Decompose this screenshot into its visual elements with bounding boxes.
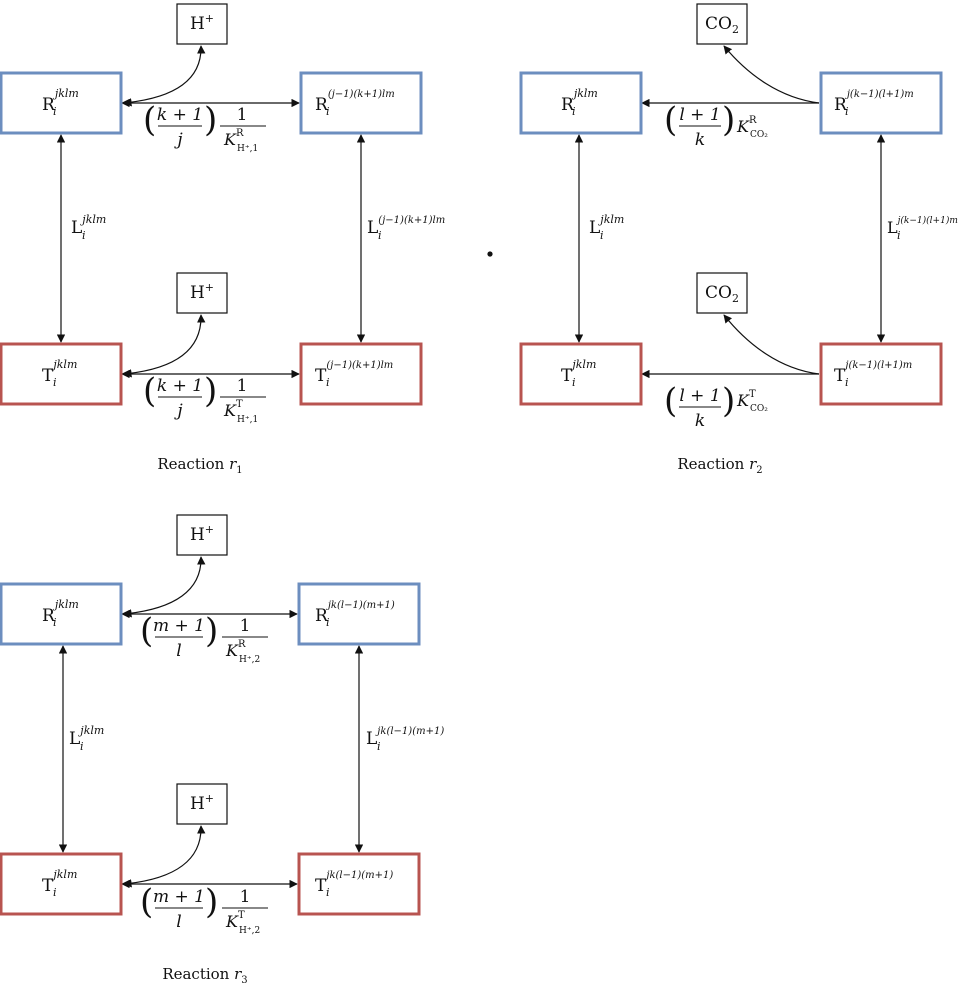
stray-dot [487,251,493,257]
svg-text:(: ( [143,371,156,411]
r3-t-left-box [0,852,123,916]
svg-text:(: ( [140,611,153,651]
r3-bottom-species-curve [123,825,206,888]
r1-bottom-species-label: H+ [190,281,214,303]
r3-top-rate-one: 1 [240,616,251,636]
r2-bottom-species-box [696,272,748,314]
svg-text:): ) [204,100,217,140]
r2-r-left-box [519,71,643,135]
r1-caption: Reaction r1 [157,455,242,476]
r2-bottom-species-label: CO2 [705,283,739,305]
r3-t-right-label: Tjk(l−1)(m+1)i [315,870,393,899]
r3-top-species-box [176,514,228,556]
r2-top-rate-denominator: k [695,130,705,150]
r1-top-rate-one: 1 [237,105,248,125]
r3-t-right-box [297,852,421,916]
svg-text:): ) [722,100,735,140]
r3-bottom-species-box [176,783,228,825]
svg-text:(: ( [143,100,156,140]
r1-t-left-box [0,342,123,406]
r1-top-rate-numerator: k + 1 [157,105,203,125]
r2-t-right-box [819,342,943,406]
svg-text:): ) [204,371,217,411]
svg-text:(: ( [140,882,153,922]
r2-top-species-box [696,3,748,45]
r3-bottom-rate-denominator: l [176,912,181,932]
r1-top-species-label: H+ [190,12,214,34]
r3-caption: Reaction r3 [162,965,247,986]
r3-top-rate-numerator: m + 1 [153,616,205,636]
svg-text:(: ( [664,100,677,140]
r1-r-left-box [0,71,123,135]
r2-r-right-box [819,71,943,135]
svg-text:(: ( [664,381,677,421]
r3-bottom-species-label: H+ [190,792,214,814]
r2-bottom-rate-numerator: l + 1 [679,386,720,406]
r2-bottom-rate-denominator: k [695,411,705,431]
r3-bottom-rate-one: 1 [240,887,251,907]
r1-bottom-rate-numerator: k + 1 [157,376,203,396]
r1-t-right-box [299,342,423,406]
r3-r-left-box [0,582,123,646]
r1-top-rate-denominator: j [173,130,183,150]
r3-top-rate-denominator: l [176,641,181,661]
r1-bottom-species-box [176,272,228,314]
r1-bottom-species-curve [123,314,206,378]
r3-r-right-label: Rjk(l−1)(m+1)i [315,600,395,629]
r2-top-species-curve [723,45,820,104]
svg-text:): ) [205,611,218,651]
r2-top-species-label: CO2 [705,14,739,36]
r3-r-right-box [297,582,421,646]
r1-bottom-rate-denominator: j [173,401,183,421]
r2-t-left-box [519,342,643,406]
r1-r-right-box [299,71,423,135]
svg-text:): ) [205,882,218,922]
svg-text:): ) [722,381,735,421]
r2-bottom-species-curve [723,314,820,375]
r2-caption: Reaction r2 [677,455,762,476]
r1-bottom-rate-one: 1 [237,376,248,396]
r2-top-rate-numerator: l + 1 [679,105,720,125]
r1-top-species-curve [123,45,206,107]
r3-top-species-curve [123,556,206,618]
r3-top-species-label: H+ [190,523,214,545]
r3-bottom-rate-numerator: m + 1 [153,887,205,907]
r3-right-l-label: Ljk(l−1)(m+1)i [366,726,444,753]
r1-top-species-box [176,3,228,45]
